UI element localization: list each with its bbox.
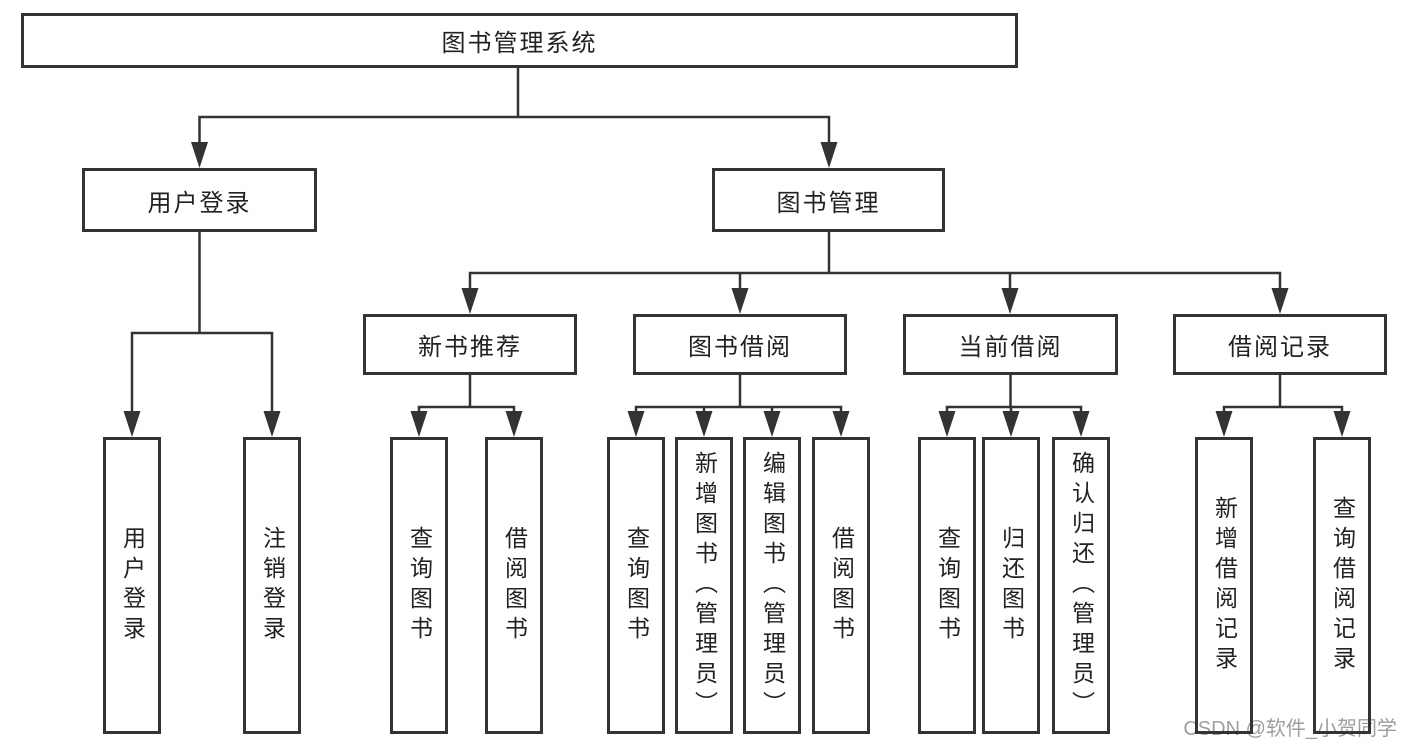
- leaf-recommend-borrow-book-label: 借阅图书: [501, 525, 528, 646]
- node-current-borrowing-label: 当前借阅: [958, 334, 1063, 361]
- leaf-recommend-query-book: 查询图书: [390, 437, 448, 734]
- leaf-recommend-borrow-book: 借阅图书: [485, 437, 543, 734]
- csdn-watermark: CSDN @软件_小贺同学: [1183, 718, 1397, 740]
- node-borrowing-records: 借阅记录: [1173, 314, 1387, 375]
- leaf-borrowing-add-book-admin: 新增图书（管理员）: [675, 437, 733, 734]
- leaf-borrowing-add-book-admin-label: 新增图书（管理员）: [691, 450, 718, 721]
- leaf-recommend-query-book-label: 查询图书: [406, 525, 433, 646]
- node-book-borrowing: 图书借阅: [633, 314, 847, 375]
- node-book-borrowing-label: 图书借阅: [688, 334, 792, 361]
- node-user-login-label: 用户登录: [147, 189, 252, 217]
- leaf-records-query-record: 查询借阅记录: [1313, 437, 1371, 734]
- leaf-user-login-label: 用户登录: [119, 525, 146, 646]
- leaf-records-add-record-label: 新增借阅记录: [1211, 495, 1238, 676]
- leaf-borrowing-borrow-book-label: 借阅图书: [828, 525, 855, 646]
- leaf-current-return-book: 归还图书: [982, 437, 1040, 734]
- leaf-current-query-book-label: 查询图书: [934, 525, 961, 646]
- node-current-borrowing: 当前借阅: [903, 314, 1118, 375]
- leaf-borrowing-edit-book-admin: 编辑图书（管理员）: [743, 437, 801, 734]
- leaf-logout-label: 注销登录: [259, 525, 286, 646]
- node-borrowing-records-label: 借阅记录: [1228, 334, 1332, 361]
- node-new-book-recommendation: 新书推荐: [363, 314, 577, 375]
- leaf-logout: 注销登录: [243, 437, 301, 734]
- node-book-management-label: 图书管理: [776, 189, 881, 217]
- leaf-current-return-book-label: 归还图书: [998, 525, 1025, 646]
- leaf-borrowing-query-book: 查询图书: [607, 437, 665, 734]
- node-root: 图书管理系统: [21, 13, 1018, 68]
- node-root-label: 图书管理系统: [441, 30, 598, 57]
- leaf-current-confirm-return-admin: 确认归还（管理员）: [1052, 437, 1110, 734]
- node-new-book-recommendation-label: 新书推荐: [418, 334, 522, 361]
- leaf-records-add-record: 新增借阅记录: [1195, 437, 1253, 734]
- leaf-user-login: 用户登录: [103, 437, 161, 734]
- leaf-borrowing-edit-book-admin-label: 编辑图书（管理员）: [759, 450, 786, 721]
- leaf-borrowing-borrow-book: 借阅图书: [812, 437, 870, 734]
- node-user-login: 用户登录: [82, 168, 317, 232]
- leaf-current-confirm-return-admin-label: 确认归还（管理员）: [1068, 450, 1095, 721]
- leaf-records-query-record-label: 查询借阅记录: [1329, 495, 1356, 676]
- leaf-current-query-book: 查询图书: [918, 437, 976, 734]
- leaf-borrowing-query-book-label: 查询图书: [623, 525, 650, 646]
- node-book-management: 图书管理: [712, 168, 945, 232]
